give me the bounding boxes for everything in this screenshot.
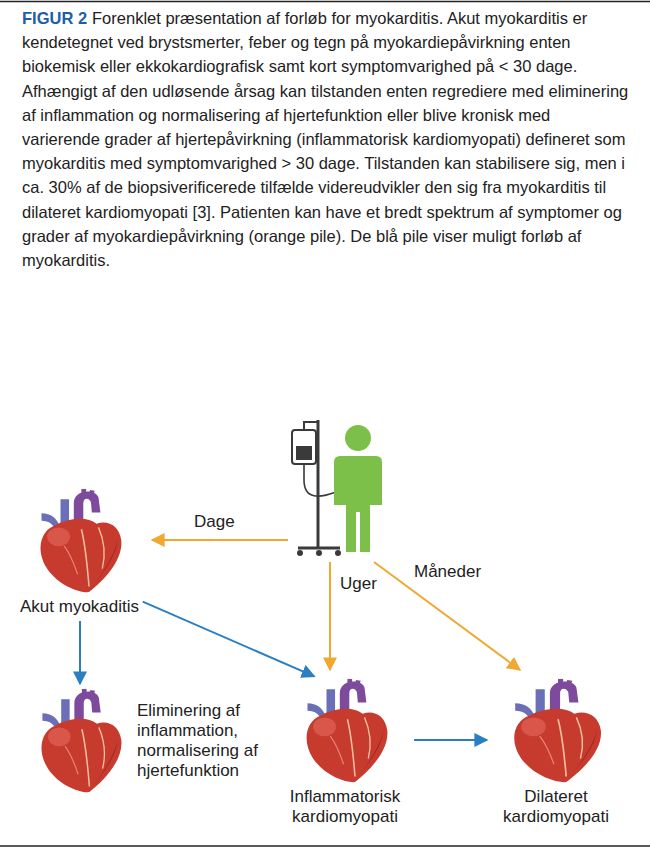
- heart-illustration: [32, 488, 127, 593]
- blue-arrow: [414, 739, 487, 741]
- heart-node: Akut myokaditis: [20, 488, 139, 617]
- top-rule: [0, 1, 650, 3]
- caption-block: FIGUR 2Forenklet præsentation af forløb …: [22, 6, 630, 272]
- orange-arrow: [152, 539, 288, 541]
- heart-node: Eliminering af inflammation, normaliseri…: [33, 688, 277, 793]
- arrow-label: Uger: [338, 574, 379, 594]
- patient-figure: [292, 420, 382, 556]
- heart-node: Dilateret kardiomyopati: [491, 678, 621, 827]
- heart-node: Inflammatorisk kardiomyopati: [280, 678, 410, 827]
- blue-arrow: [79, 621, 81, 684]
- node-label: Eliminering af inflammation, normaliseri…: [137, 701, 277, 781]
- node-label: Akut myokaditis: [20, 597, 139, 617]
- blue-arrow: [143, 602, 315, 677]
- figure-title: FIGUR 2: [22, 9, 87, 27]
- orange-arrow: [374, 562, 520, 670]
- heart-illustration: [298, 678, 393, 783]
- orange-arrow: [329, 562, 331, 670]
- heart-illustration: [33, 688, 127, 793]
- arrow-label: Måneder: [412, 562, 483, 582]
- node-label: Inflammatorisk kardiomyopati: [280, 787, 410, 827]
- node-label: Dilateret kardiomyopati: [491, 787, 621, 827]
- heart-illustration: [505, 678, 607, 783]
- arrow-label: Dage: [192, 512, 237, 532]
- bottom-rule: [0, 845, 650, 847]
- figure-caption: Forenklet præsentation af forløb for myo…: [22, 9, 628, 269]
